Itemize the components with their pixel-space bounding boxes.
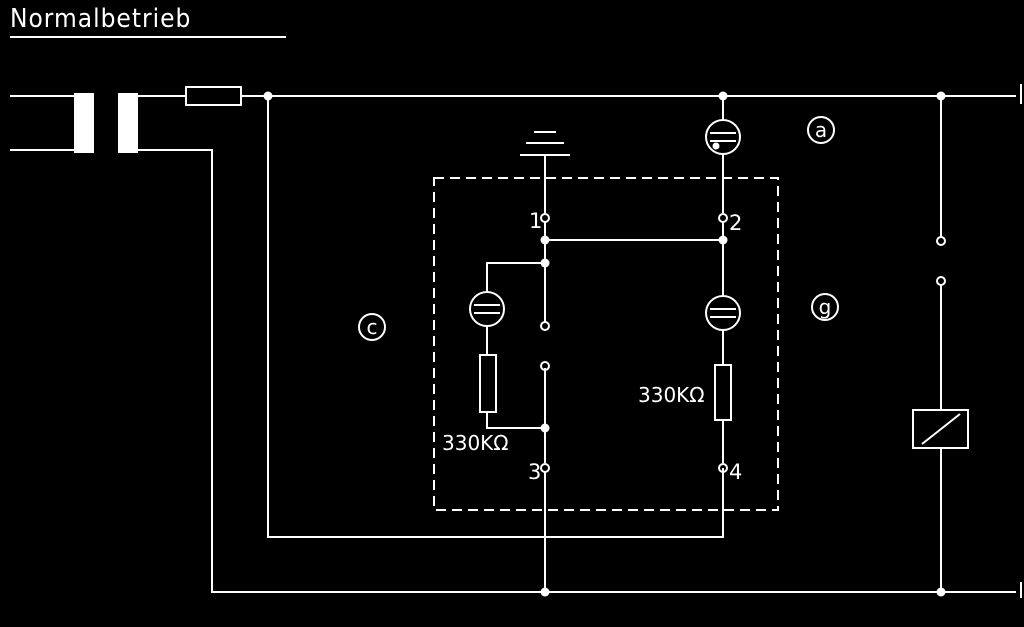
glow-lamp-c <box>469 291 505 327</box>
label-c: c <box>367 315 378 339</box>
junction <box>936 587 946 597</box>
junction <box>718 235 728 245</box>
terminal-2-label: 2 <box>729 211 742 235</box>
label-circle-c <box>358 313 386 341</box>
glow-lamp-g-electrodes <box>710 308 736 318</box>
label-a: a <box>815 118 827 142</box>
resistor-right <box>714 364 732 421</box>
label-g: g <box>819 295 832 319</box>
glow-lamp-a-electrodes <box>710 132 736 142</box>
terminal-2 <box>718 213 728 223</box>
lamp-c-wire <box>486 262 545 429</box>
contact-right-upper <box>936 236 946 246</box>
module-box <box>433 177 779 511</box>
junction <box>540 235 550 245</box>
contact-left-lower <box>540 361 550 371</box>
terminal-3-label: 3 <box>528 460 541 484</box>
contact-left-upper <box>540 321 550 331</box>
terminal-3 <box>540 463 550 473</box>
title-underline <box>10 36 286 38</box>
earth-symbol <box>520 131 570 213</box>
relay-coil-diagonal <box>921 413 961 445</box>
neutral-rail <box>137 149 1016 593</box>
terminal-4-label: 4 <box>729 460 742 484</box>
junction <box>540 258 550 268</box>
bridge-wire <box>544 222 724 296</box>
relay-coil <box>912 409 969 449</box>
transformer-block-right <box>118 93 138 153</box>
transformer-block-left <box>74 93 94 153</box>
glow-lamp-a-dot <box>712 142 720 150</box>
label-circle-a <box>807 116 835 144</box>
junction <box>936 91 946 101</box>
resistor-left-label: 330KΩ <box>442 431 509 455</box>
glow-lamp-g <box>705 295 741 331</box>
label-circle-g <box>811 293 839 321</box>
resistor-right-label: 330KΩ <box>638 383 705 407</box>
junction <box>263 91 273 101</box>
terminal-4 <box>718 463 728 473</box>
junction <box>540 423 550 433</box>
resistor-left <box>479 354 497 413</box>
glow-lamp-a <box>705 119 741 155</box>
return-loop <box>267 96 724 538</box>
contact-right-lower <box>936 276 946 286</box>
fuse <box>185 86 242 106</box>
junction <box>718 91 728 101</box>
glow-lamp-c-electrodes <box>474 304 500 314</box>
terminal-1-label: 1 <box>529 209 542 233</box>
diagram-title: Normalbetrieb <box>10 4 192 34</box>
junction <box>540 587 550 597</box>
